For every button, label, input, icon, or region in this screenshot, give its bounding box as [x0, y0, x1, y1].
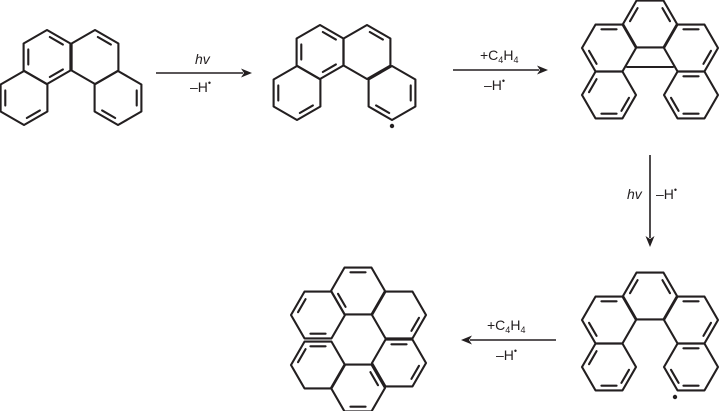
double-bond-line [587, 321, 598, 337]
double-bond-line [336, 292, 347, 308]
radical-dot-icon [389, 123, 395, 129]
molecule-radical-intermediate-1 [272, 23, 417, 129]
ring-2 [370, 290, 428, 340]
ring-2 [0, 69, 49, 127]
step4-condition-minus-h: –H• [496, 346, 518, 363]
ring-3 [370, 338, 428, 388]
step4-condition-plus-c4h4: +C4H4 [487, 317, 526, 335]
double-bond-line [661, 7, 672, 23]
double-bond-line [321, 63, 337, 74]
double-bond-line [48, 35, 64, 46]
double-bond-line [101, 109, 117, 120]
double-bond-line [296, 298, 307, 314]
ring-4 [289, 340, 347, 390]
double-bond-line [587, 49, 598, 65]
molecule-pentahelicene [580, 0, 720, 120]
double-bond-line [375, 104, 391, 115]
molecule-benzo-c-phenanthrene [0, 28, 143, 127]
double-bond-line [669, 368, 680, 384]
double-bond-line [669, 96, 680, 112]
double-bond-line [298, 104, 314, 115]
molecule-radical-intermediate-2 [580, 271, 720, 400]
step1-condition-hv: hv [195, 51, 210, 67]
ring-3 [580, 342, 638, 392]
double-bond-line [368, 30, 384, 41]
ring-1 [342, 23, 392, 81]
double-bond-line [628, 7, 639, 23]
double-bond-line [628, 279, 639, 295]
ring-3 [367, 64, 417, 122]
arrow-head-icon [645, 236, 655, 247]
ring-2 [272, 64, 322, 122]
step2-condition-minus-h: –H• [484, 76, 506, 93]
reaction-arrows [156, 65, 655, 345]
double-bond-line [702, 49, 713, 65]
double-bond-line [702, 321, 713, 337]
double-bond-line [410, 316, 421, 332]
step3-condition-minus-h: –H• [656, 185, 678, 202]
step1-condition-minus-h: –H• [190, 78, 212, 95]
double-bond-line [296, 348, 307, 364]
ring-3 [93, 69, 143, 127]
ring-4 [662, 342, 720, 392]
ring-3 [580, 70, 638, 120]
double-bond-line [620, 96, 631, 112]
double-bond-line [587, 78, 598, 94]
double-bond-line [369, 371, 380, 387]
step2-condition-plus-c4h4: +C4H4 [480, 47, 519, 65]
radical-dot-icon [672, 394, 678, 400]
ring-1 [289, 290, 347, 340]
double-bond-line [410, 364, 421, 380]
arrow-head-icon [241, 68, 252, 78]
double-bond-line [48, 68, 64, 79]
step3-condition-hv: hv [627, 186, 642, 202]
double-bond-line [96, 35, 112, 46]
ring-5 [329, 363, 387, 411]
molecule-hexahelicene [289, 266, 428, 411]
double-bond-line [661, 279, 672, 295]
arrow-head-icon [461, 335, 472, 345]
double-bond-line [321, 30, 337, 41]
ring-4 [662, 70, 720, 120]
double-bond-line [587, 350, 598, 366]
double-bond-line [25, 109, 41, 120]
double-bond-line [620, 368, 631, 384]
arrow-head-icon [537, 65, 548, 75]
